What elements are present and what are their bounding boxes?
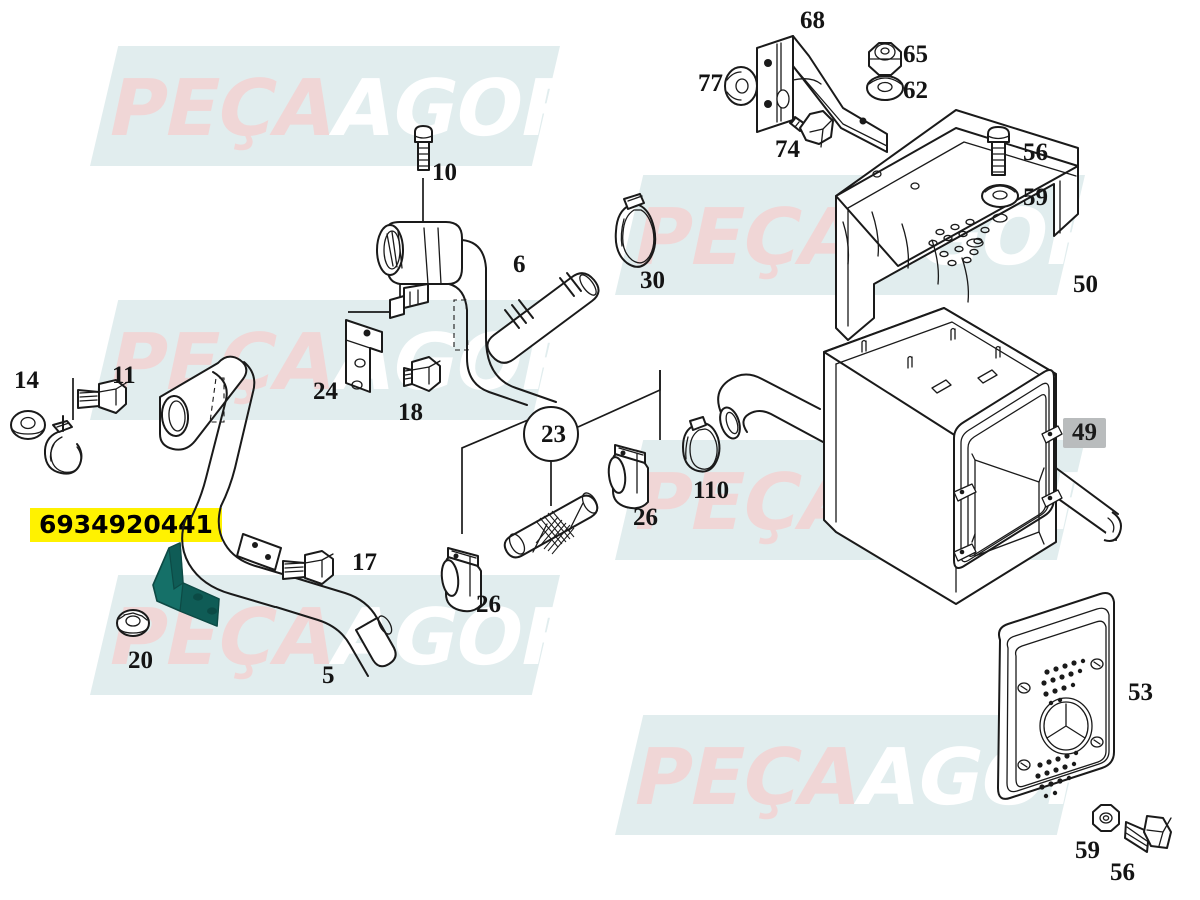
part-23-flex-pipe (503, 492, 599, 559)
callout-65-lock-nut[interactable]: 65 (903, 41, 928, 68)
callout-74-bolt[interactable]: 74 (775, 136, 800, 163)
part-65-lock-nut (868, 42, 902, 76)
callout-56-bolt-top[interactable]: 56 (1023, 139, 1048, 166)
muffler-inlet-pipe (717, 373, 824, 443)
part-59-washer-bottom (1092, 804, 1120, 832)
callout-5-exhaust-pipe[interactable]: 5 (322, 662, 335, 689)
callout-23-flex-pipe-assembly[interactable]: 23 (541, 421, 566, 448)
part-68-bracket (756, 35, 888, 153)
callout-10-bolt[interactable]: 10 (432, 159, 457, 186)
callout-26-clamp-upper[interactable]: 26 (633, 504, 658, 531)
leader-23-left (461, 419, 529, 534)
callout-49-muffler[interactable]: 49 (1063, 418, 1106, 448)
callout-53-cover-panel[interactable]: 53 (1128, 679, 1153, 706)
part-74-bolt (789, 110, 834, 148)
callout-20-nut[interactable]: 20 (128, 647, 153, 674)
callout-50-heat-shield[interactable]: 50 (1073, 271, 1098, 298)
highlighted-part-number-badge: 6934920441 (30, 508, 222, 542)
callout-17-bolt[interactable]: 17 (352, 549, 377, 576)
callout-68-bracket[interactable]: 68 (800, 7, 825, 34)
callout-18-bolt[interactable]: 18 (398, 399, 423, 426)
callout-11-bolt[interactable]: 11 (112, 362, 136, 389)
callout-59-washer-top[interactable]: 59 (1023, 184, 1048, 211)
callout-26-clamp-lower[interactable]: 26 (476, 591, 501, 618)
hose-clamp-left (43, 415, 83, 475)
callout-62-washer[interactable]: 62 (903, 77, 928, 104)
callout-59-washer-bottom[interactable]: 59 (1075, 837, 1100, 864)
callout-24-bracket[interactable]: 24 (313, 378, 338, 405)
callout-30-clamp[interactable]: 30 (640, 267, 665, 294)
part-14-washer (10, 410, 46, 440)
callout-14-washer[interactable]: 14 (14, 367, 39, 394)
callout-6-exhaust-pipe[interactable]: 6 (513, 251, 526, 278)
callout-77-washer[interactable]: 77 (698, 70, 723, 97)
part-62-washer (866, 75, 904, 101)
part-77-washer (724, 66, 758, 106)
callout-110-clamp[interactable]: 110 (693, 477, 730, 504)
part-56-bolt-bottom (1124, 815, 1172, 853)
callout-56-bolt-bottom[interactable]: 56 (1110, 859, 1135, 886)
